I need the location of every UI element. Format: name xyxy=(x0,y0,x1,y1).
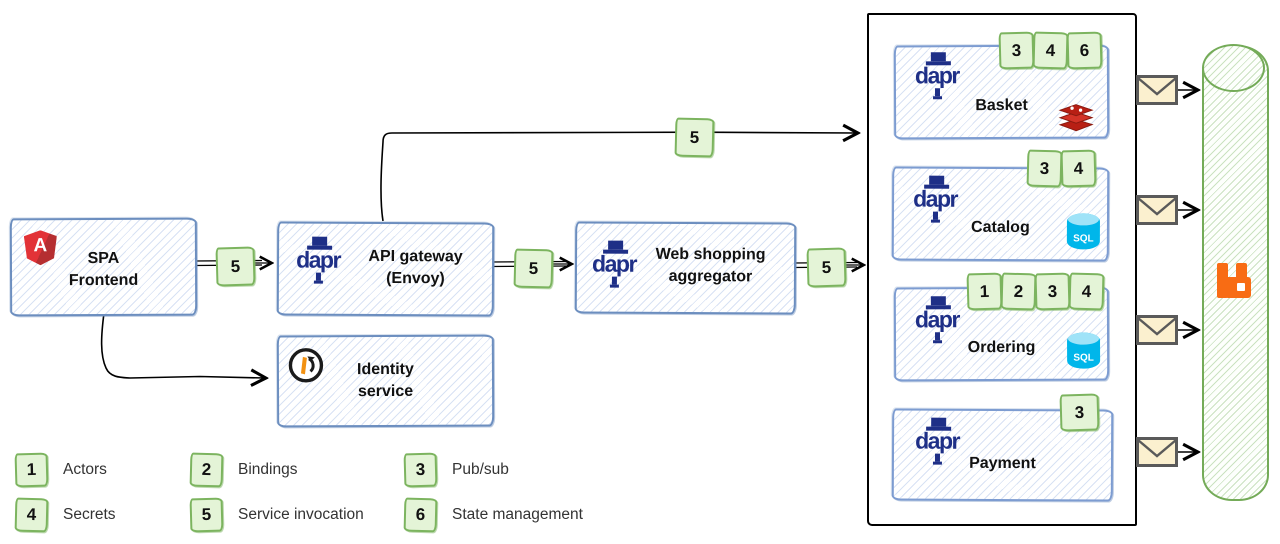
spa-frontend-label: SPA Frontend xyxy=(68,249,139,289)
dapr-hat-icon xyxy=(930,296,946,306)
legend-badge: 1 xyxy=(14,452,49,488)
legend-badge: 2 xyxy=(189,452,224,488)
ordering-building-blocks: 1 2 3 4 xyxy=(966,272,1105,311)
sql-server-icon: SQL xyxy=(1066,213,1101,250)
message-envelope-icon xyxy=(1136,437,1178,467)
payment-building-blocks: 3 xyxy=(1059,393,1100,432)
node-basket-service: dapr Basket xyxy=(893,44,1110,140)
legend-item-actors: 1 Actors xyxy=(14,452,107,488)
legend-badge: 5 xyxy=(189,497,224,533)
legend-item-bindings: 2 Bindings xyxy=(189,452,297,488)
edge-spa-to-identity xyxy=(100,312,265,378)
pubsub-badge: 3 xyxy=(1026,149,1063,188)
api-gateway-label: API gateway (Envoy) xyxy=(368,247,463,287)
edge-gateway-to-services xyxy=(380,132,857,222)
legend-item-state-management: 6 State management xyxy=(403,497,583,533)
actors-badge: 1 xyxy=(966,272,1003,311)
dapr-hat-icon xyxy=(608,240,624,250)
identityserver-icon xyxy=(288,348,324,383)
dapr-hat-icon xyxy=(929,175,945,185)
pubsub-badge: 3 xyxy=(1034,272,1071,311)
message-envelope-icon xyxy=(1136,315,1178,345)
legend-badge: 4 xyxy=(14,497,49,533)
secrets-badge: 4 xyxy=(1032,31,1069,70)
legend-badge: 3 xyxy=(403,452,438,488)
service-invocation-badge: 5 xyxy=(674,117,715,158)
pubsub-badge: 3 xyxy=(1059,393,1100,432)
sql-server-icon: SQL xyxy=(1066,332,1101,369)
dapr-hat-icon xyxy=(312,236,328,246)
message-envelope-icon xyxy=(1136,75,1178,105)
catalog-building-blocks: 3 4 xyxy=(1026,149,1097,188)
legend-item-pubsub: 3 Pub/sub xyxy=(403,452,509,488)
rabbitmq-icon xyxy=(1217,263,1251,298)
service-invocation-badge: 5 xyxy=(806,247,847,288)
node-api-gateway: dapr API gateway (Envoy) xyxy=(276,221,495,317)
identity-service-label: Identity service xyxy=(356,360,414,400)
aggregator-label: Web shopping aggregator xyxy=(655,245,766,285)
node-identity-service: Identity service xyxy=(276,334,495,428)
pubsub-badge: 3 xyxy=(998,31,1035,70)
state-management-badge: 6 xyxy=(1066,31,1103,70)
dapr-hat-icon xyxy=(930,52,946,62)
node-web-shopping-aggregator: dapr Web shopping aggregator xyxy=(574,221,797,315)
dapr-stem xyxy=(315,272,321,281)
legend-item-service-invocation: 5 Service invocation xyxy=(189,497,364,533)
service-invocation-badge: 5 xyxy=(215,246,256,287)
node-spa-frontend: A SPA Frontend xyxy=(9,217,198,317)
payment-label: Payment xyxy=(969,454,1036,473)
service-invocation-badge: 5 xyxy=(513,248,554,289)
secrets-badge: 4 xyxy=(1060,149,1097,188)
dapr-logo: dapr xyxy=(908,52,966,99)
dapr-stem xyxy=(611,276,617,285)
secrets-badge: 4 xyxy=(1068,272,1105,311)
legend-badge: 6 xyxy=(403,497,438,533)
cylinder-lid xyxy=(1202,44,1265,92)
legend-item-secrets: 4 Secrets xyxy=(14,497,116,533)
dapr-logo: dapr xyxy=(289,236,347,283)
dapr-hat-icon xyxy=(931,417,947,427)
basket-building-blocks: 3 4 6 xyxy=(998,31,1103,70)
bindings-badge: 2 xyxy=(1000,272,1037,311)
redis-icon xyxy=(1058,104,1094,132)
message-bus-cylinder xyxy=(1202,44,1269,501)
backend-services-container: dapr Basket 3 4 6 dapr xyxy=(867,13,1137,526)
message-envelope-icon xyxy=(1136,195,1178,225)
